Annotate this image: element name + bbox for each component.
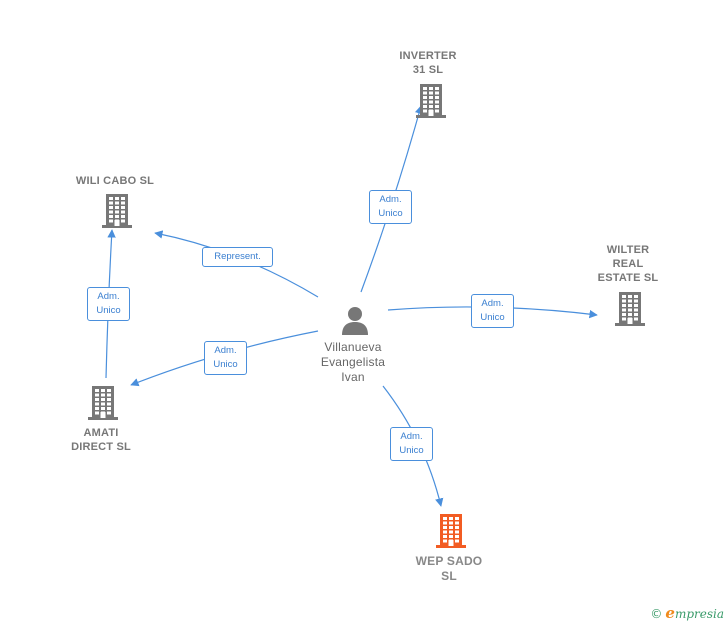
building-icon[interactable]: [436, 514, 466, 553]
building-icon[interactable]: [102, 194, 132, 233]
building-icon[interactable]: [416, 84, 446, 123]
company-name-wep[interactable]: WEP SADO SL: [415, 554, 483, 583]
company-name-inverter[interactable]: INVERTER 31 SL: [399, 50, 457, 76]
edge-label-wep: Adm. Unico: [390, 427, 433, 461]
edge-label-wili: Represent.: [202, 247, 273, 267]
building-icon[interactable]: [88, 386, 118, 425]
building-icon[interactable]: [615, 292, 645, 331]
company-name-wilter[interactable]: WILTER REAL ESTATE SL: [597, 244, 659, 284]
edge-label-inverter: Adm. Unico: [369, 190, 412, 224]
company-name-wili[interactable]: WILI CABO SL: [75, 175, 155, 187]
edge-label-amati-wili: Adm. Unico: [87, 287, 130, 321]
empresia-watermark: ©empresia: [650, 604, 724, 622]
company-name-amati[interactable]: AMATI DIRECT SL: [71, 427, 131, 453]
edge-label-wilter: Adm. Unico: [471, 294, 514, 328]
person-name[interactable]: Villanueva Evangelista Ivan: [320, 340, 386, 384]
person-icon[interactable]: [340, 305, 370, 340]
edge-label-amati: Adm. Unico: [204, 341, 247, 375]
